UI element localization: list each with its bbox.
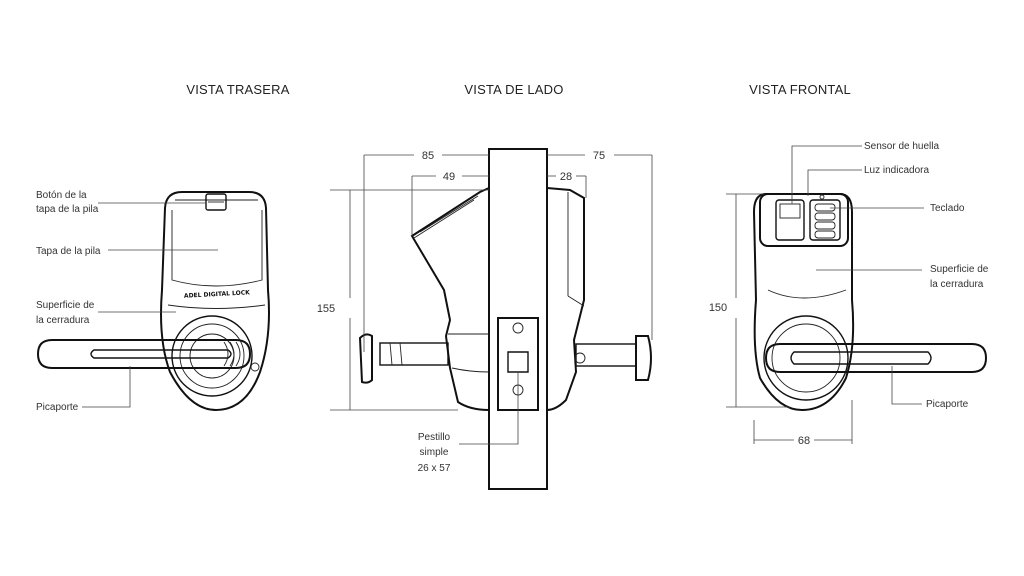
dim-85: 85	[422, 150, 434, 162]
front-lock-body	[752, 193, 855, 412]
battery-cover-button	[205, 193, 227, 211]
side-view-title: VISTA DE LADO	[464, 82, 563, 97]
front-lock-surface-label-line1: Superficie de	[930, 264, 989, 275]
side-front-body	[546, 186, 585, 412]
rear-handle	[36, 339, 252, 369]
side-front-handle-shaft	[575, 343, 637, 367]
front-view-title: VISTA FRONTAL	[749, 82, 851, 97]
battery-cover	[171, 210, 263, 287]
dim-155: 155	[317, 303, 335, 315]
dim-75: 75	[593, 150, 605, 162]
rear-view: ADEL DIGITAL LOCK Botón de la tapa de la…	[36, 190, 270, 413]
dim-28: 28	[560, 171, 572, 183]
front-handle-label: Picaporte	[926, 399, 969, 410]
side-rear-body	[410, 186, 490, 412]
fingerprint-label: Sensor de huella	[864, 141, 939, 152]
front-lock-surface-label-line2: la cerradura	[930, 279, 984, 290]
rear-brand-text: ADEL DIGITAL LOCK	[184, 289, 251, 299]
rear-rosette	[171, 315, 253, 397]
latch-label-line1: Pestillo	[418, 432, 451, 443]
keypad-label: Teclado	[930, 203, 965, 214]
battery-button-label-line1: Botón de la	[36, 190, 87, 201]
front-view: 150 68 Sensor de huella Luz indicadora T…	[709, 141, 989, 447]
rear-lock-surface-label-line2: la cerradura	[36, 315, 90, 326]
dim-49: 49	[443, 171, 455, 183]
side-rear-handle-shaft	[379, 342, 449, 366]
indicator-light	[819, 194, 825, 200]
rear-lock-body	[160, 191, 270, 412]
rear-lock-surface-label-line1: Superficie de	[36, 300, 95, 311]
indicator-label: Luz indicadora	[864, 165, 929, 176]
latch-label-line3: 26 x 57	[418, 463, 451, 474]
dim-150: 150	[709, 302, 727, 314]
battery-button-label-line2: tapa de la pila	[36, 204, 99, 215]
front-handle	[764, 343, 988, 373]
front-rosette	[763, 315, 849, 401]
battery-cover-label: Tapa de la pila	[36, 246, 101, 257]
fingerprint-sensor	[775, 199, 805, 241]
front-head	[759, 193, 849, 247]
latch-label-line2: simple	[420, 447, 449, 458]
rear-view-title: VISTA TRASERA	[186, 82, 289, 97]
side-view: 85 75 49 28 155 Pestillo simple 26 x 57	[317, 148, 653, 490]
rear-handle-label: Picaporte	[36, 402, 79, 413]
dim-68: 68	[798, 435, 810, 447]
keypad	[809, 194, 841, 241]
